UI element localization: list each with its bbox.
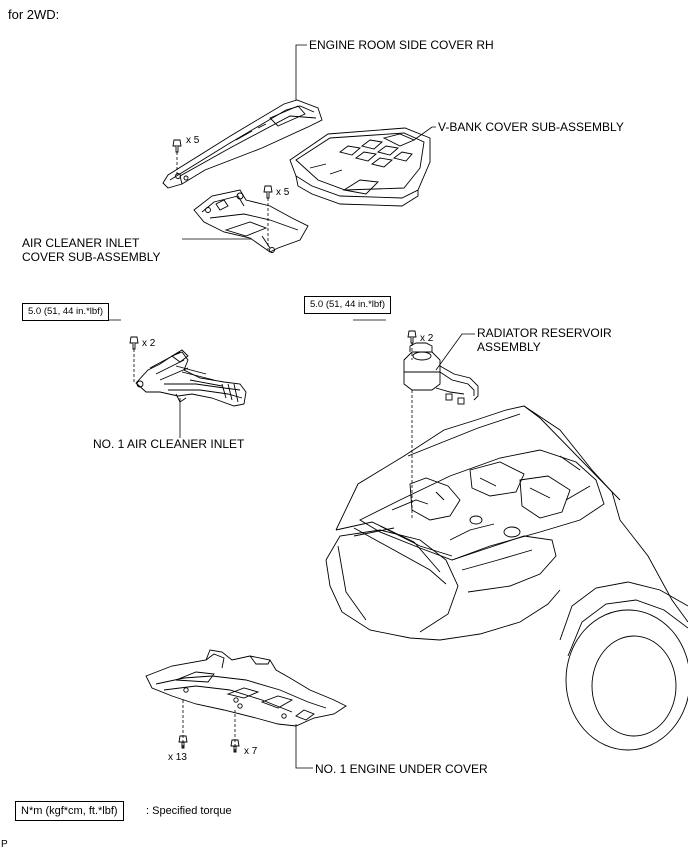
qty-air-inlet-bolts: x 2 [142,338,156,349]
v-bank-cover-drawing [289,127,431,207]
label-air-cleaner-inlet-cover-1: AIR CLEANER INLET [22,236,140,250]
qty-reservoir-bolts: x 2 [420,333,434,344]
label-engine-room-side-cover: ENGINE ROOM SIDE COVER RH [309,38,494,52]
legend-torque-unit-box: N*m (kgf*cm, ft.*lbf) [15,801,124,821]
variant-heading: for 2WD: [8,7,60,22]
fastener-lines [133,152,413,752]
qty-under-cover-bolts-13: x 13 [168,752,187,763]
no1-air-cleaner-inlet-drawing [135,349,247,407]
no1-engine-under-cover-drawing [145,649,347,727]
label-no1-engine-under-cover: NO. 1 ENGINE UNDER COVER [315,762,488,776]
bolt-icon [407,330,417,344]
bolt-icon [129,336,139,350]
label-radiator-reservoir-2: ASSEMBLY [477,340,541,354]
engine-room-side-cover-drawing [162,99,323,189]
bolt-icons [129,139,417,753]
label-air-cleaner-inlet-cover-2: COVER SUB-ASSEMBLY [22,250,161,264]
torque-box-air-inlet: 5.0 (51, 44 in.*lbf) [22,303,109,321]
radiator-reservoir-drawing [403,342,479,405]
bolt-icon [263,185,273,199]
figure-code: P [1,839,8,850]
qty-under-cover-bolts-7: x 7 [244,746,258,757]
label-radiator-reservoir-1: RADIATOR RESERVOIR [477,326,612,340]
bolt-icon [172,139,182,153]
qty-inlet-cover-bolts: x 5 [276,187,290,198]
qty-side-cover-bolts: x 5 [186,135,200,146]
label-v-bank-cover: V-BANK COVER SUB-ASSEMBLY [438,120,624,134]
air-cleaner-inlet-cover-drawing [193,189,309,253]
bolt-icon [230,739,240,753]
bolt-icon [178,735,188,749]
label-no1-air-cleaner-inlet: NO. 1 AIR CLEANER INLET [93,437,245,451]
legend-description: : Specified torque [146,805,232,817]
vehicle-front-drawing [325,405,688,751]
torque-box-reservoir: 5.0 (51, 44 in.*lbf) [304,296,391,314]
